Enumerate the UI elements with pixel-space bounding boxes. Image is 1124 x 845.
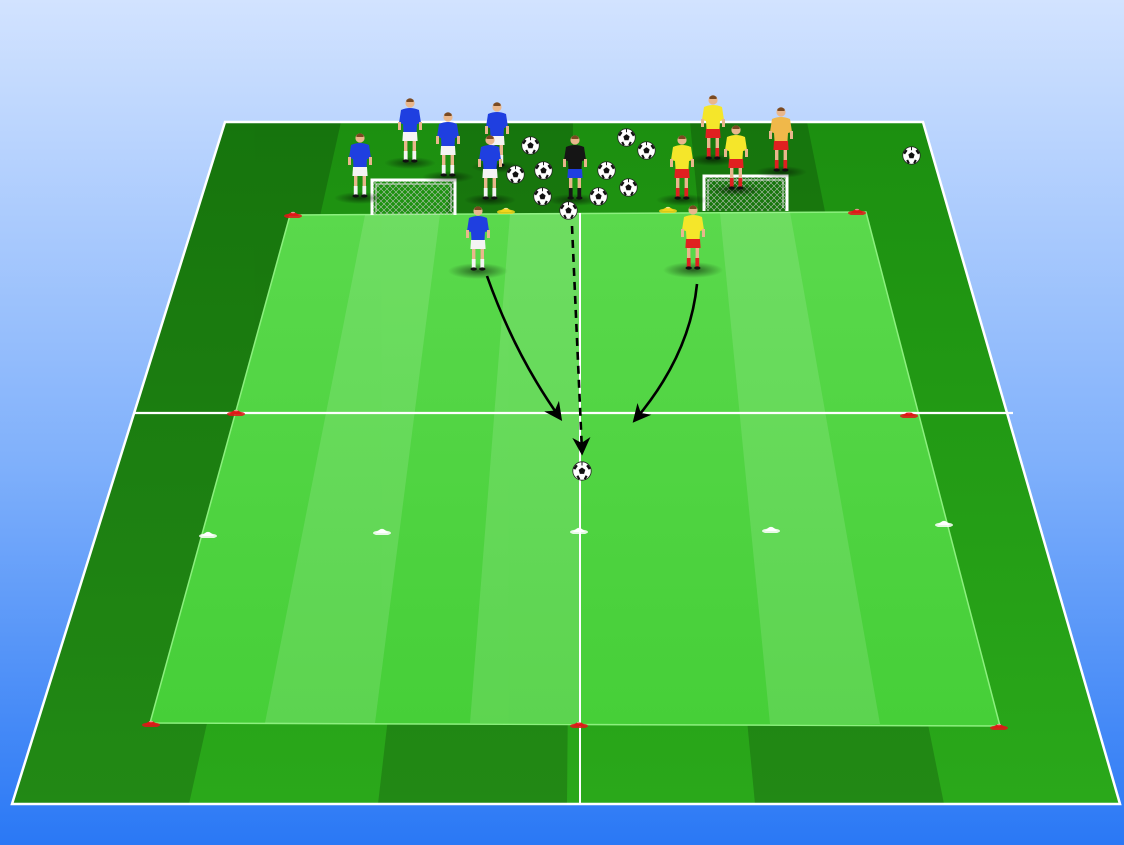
soccer-ball-icon <box>638 142 655 159</box>
soccer-ball-icon <box>590 188 607 205</box>
soccer-ball-icon <box>598 162 615 179</box>
soccer-ball-icon <box>535 162 552 179</box>
soccer-ball-icon <box>620 179 637 196</box>
soccer-ball-icon <box>522 137 539 154</box>
soccer-ball-icon <box>903 147 920 164</box>
soccer-ball-icon <box>534 188 551 205</box>
soccer-ball-icon <box>560 202 577 219</box>
soccer-ball-icon <box>573 462 591 480</box>
soccer-ball-icon <box>507 166 524 183</box>
soccer-ball-icon <box>618 129 635 146</box>
zone-stripes <box>265 212 880 724</box>
